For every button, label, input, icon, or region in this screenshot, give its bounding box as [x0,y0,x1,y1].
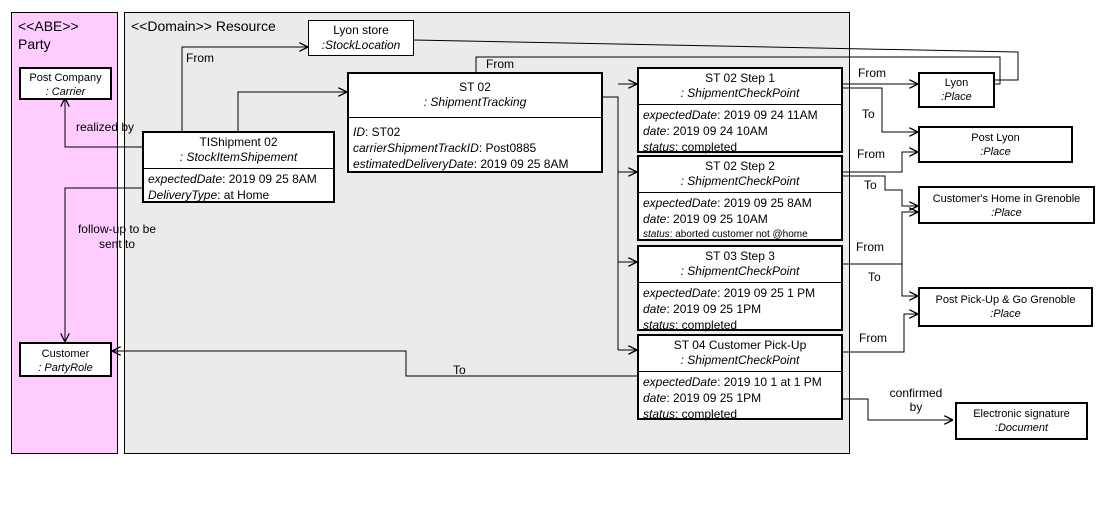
shipment-tracking-attributes: ID: ST02 carrierShipmentTrackID: Post088… [349,117,601,174]
attribute-row: carrierShipmentTrackID: Post0885 [353,141,537,155]
electronic-signature-box: Electronic signature :Document [955,402,1088,440]
place-customers-home-box: Customer's Home in Grenoble :Place [918,186,1095,224]
attribute-row: expectedDate: 2019 09 25 8AM [148,172,317,186]
post-lyon-type: :Place [980,146,1011,158]
follow-up-label: follow-up to be sent to [77,222,157,251]
step3-type: : ShipmentCheckPoint [680,264,800,278]
step2-to-label: To [864,178,877,192]
attribute-row: status: aborted customer not @home [643,229,808,240]
shipment-tracking-type: : ShipmentTracking [423,95,527,109]
step2-from-line [843,152,918,173]
step2-from-label: From [857,147,885,161]
customers-home-name: Customer's Home in Grenoble [932,193,1081,205]
tishipment-box: TIShipment 02: StockItemShipement expect… [142,131,335,203]
attribute-row: expectedDate: 2019 09 24 11AM [643,108,818,122]
shipment-from-store-line [181,47,308,131]
lyon-name: Lyon [944,77,969,89]
step4-to-customer-label: To [453,363,466,377]
step3-to-label: To [868,270,881,284]
place-post-pickup-box: Post Pick-Up & Go Grenoble :Place [918,287,1093,327]
lyon-type: :Place [941,91,972,103]
step4-name: ST 04 Customer Pick-Up [673,338,807,352]
lyon-store-name: Lyon store [333,23,389,37]
customer-box: Customer : PartyRole [19,342,112,377]
place-post-lyon-box: Post Lyon :Place [918,126,1073,163]
realized-by-label: realized by [76,120,135,134]
step1-to-label: To [862,107,875,121]
checkpoint-step2-box: ST 02 Step 2: ShipmentCheckPoint expecte… [637,155,843,241]
attribute-row: status: completed [643,407,738,421]
step4-to-customer-line [112,351,637,377]
tishipment-attributes: expectedDate: 2019 09 25 8AM DeliveryTyp… [144,168,333,205]
step1-to-line [843,87,918,132]
resource-region-title: <<Domain>> Resource [131,18,276,34]
step4-from-label: From [859,331,887,345]
store-to-lyon-line [413,39,1019,80]
post-pickup-name: Post Pick-Up & Go Grenoble [935,294,1076,306]
attribute-row: expectedDate: 2019 10 1 at 1 PM [643,375,822,389]
attribute-row: expectedDate: 2019 09 25 8AM [643,196,812,210]
follow-up-line [65,187,142,342]
confirmed-by-line [843,398,953,420]
step1-from-label: From [858,66,886,80]
tracking-to-steps-trunk [603,96,619,350]
attribute-row: DeliveryType: at Home [148,188,270,202]
from-store-label: From [186,51,214,65]
step2-name: ST 02 Step 2 [705,159,775,173]
step3-name: ST 03 Step 3 [705,249,775,263]
step1-attributes: expectedDate: 2019 09 24 11AM date: 2019… [639,104,841,157]
post-lyon-name: Post Lyon [971,132,1020,144]
post-company-name: Post Company [29,72,102,84]
attribute-row: date: 2019 09 25 10AM [643,212,768,226]
esignature-type: :Document [994,422,1049,434]
attribute-row: status: completed [643,140,738,154]
attribute-row: estimatedDeliveryDate: 2019 09 25 8AM [353,157,569,171]
customers-home-type: :Place [991,207,1022,219]
confirmed-by-label: confirmed by [889,386,943,414]
attribute-row: date: 2019 09 24 10AM [643,124,768,138]
checkpoint-step4-box: ST 04 Customer Pick-Up: ShipmentCheckPoi… [637,334,843,421]
lyon-store-type: :StockLocation [321,38,401,52]
checkpoint-step1-box: ST 02 Step 1: ShipmentCheckPoint expecte… [637,67,843,154]
shipment-tracking-box: ST 02: ShipmentTracking ID: ST02 carrier… [347,72,603,173]
step4-from-line [843,314,918,353]
place-lyon-box: Lyon :Place [918,72,995,108]
attribute-row: date: 2019 09 25 1PM [643,302,762,316]
step2-attributes: expectedDate: 2019 09 25 8AM date: 2019 … [639,192,841,245]
esignature-name: Electronic signature [973,408,1070,420]
step1-name: ST 02 Step 1 [705,71,775,85]
tishipment-type: : StockItemShipement [179,150,298,164]
step2-type: : ShipmentCheckPoint [680,174,800,188]
step3-to-line [843,263,918,296]
realized-by-line [65,98,142,148]
step1-type: : ShipmentCheckPoint [680,86,800,100]
customer-type: : PartyRole [38,362,93,374]
attribute-row: expectedDate: 2019 09 25 1 PM [643,286,816,300]
post-company-box: Post Company : Carrier [19,67,112,100]
step4-type: : ShipmentCheckPoint [680,353,800,367]
from-tracking-label: From [486,57,514,71]
attribute-row: status: completed [643,318,738,332]
post-company-type: : Carrier [45,86,86,98]
attribute-row: ID: ST02 [353,125,401,139]
step3-from-line [843,212,918,265]
customer-name: Customer [41,348,90,360]
step2-to-line [843,175,918,206]
attribute-row: date: 2019 09 25 1PM [643,391,762,405]
shipment-tracking-name: ST 02 [459,80,491,94]
party-region-name: Party [18,36,51,52]
checkpoint-step3-box: ST 03 Step 3: ShipmentCheckPoint expecte… [637,245,843,332]
party-region-stereotype: <<ABE>> [18,18,79,34]
tishipment-name: TIShipment 02 [199,135,278,149]
post-pickup-type: :Place [990,308,1021,320]
step3-attributes: expectedDate: 2019 09 25 1 PM date: 2019… [639,282,841,335]
step4-attributes: expectedDate: 2019 10 1 at 1 PM date: 20… [639,371,841,424]
shipment-to-tracking-line [237,92,347,131]
lyon-store-box: Lyon store:StockLocation [308,20,414,56]
step3-from-label: From [856,240,884,254]
